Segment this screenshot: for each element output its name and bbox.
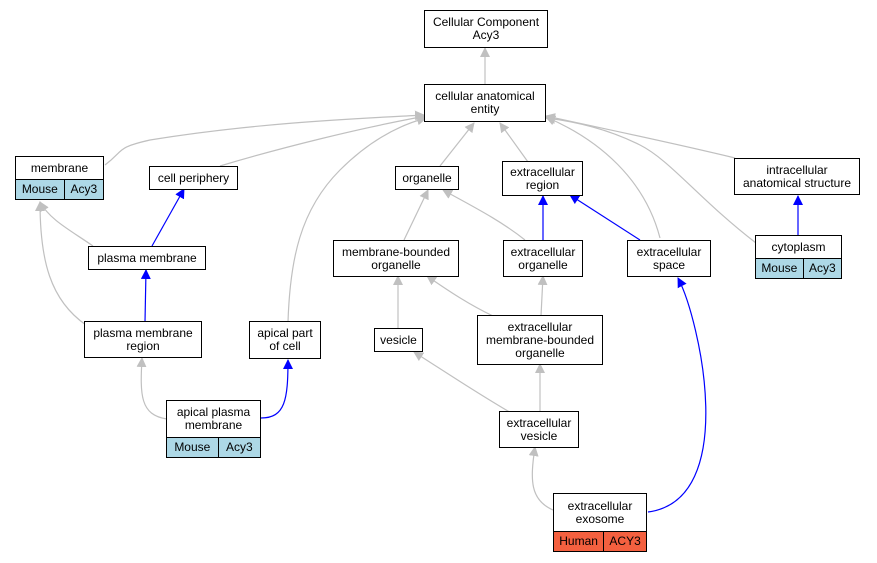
node-label: organelle <box>402 170 452 185</box>
species-tag[interactable]: Human <box>553 531 605 552</box>
node-membrane[interactable]: membrane Mouse Acy3 <box>15 156 104 200</box>
node-label: cellular anatomical entity <box>435 89 535 116</box>
edge-extmbo-mbo <box>426 275 494 317</box>
node-label: Cellular Component Acy3 <box>432 15 540 42</box>
annotation-tags: Mouse Acy3 <box>755 258 842 279</box>
node-vesicle[interactable]: vesicle <box>374 328 423 352</box>
node-label: plasma membrane region <box>93 325 193 353</box>
node-label: apical part of cell <box>257 326 313 353</box>
node-label: extracellular membrane-bounded organelle <box>485 319 595 360</box>
species-tag[interactable]: Mouse <box>166 437 219 458</box>
node-membrane-bounded-organelle[interactable]: membrane-bounded organelle <box>333 240 459 277</box>
edge-extregion-cae <box>499 122 529 163</box>
node-extracellular-region[interactable]: extracellular region <box>502 161 583 196</box>
gene-tag[interactable]: Acy3 <box>218 437 261 458</box>
edge-extmbo-extorganelle <box>537 275 548 317</box>
edge-exosome-extvesicle <box>528 446 554 511</box>
node-label: membrane-bounded organelle <box>341 244 451 272</box>
edge-membrane-cae <box>104 110 425 166</box>
node-cellular-anatomical-entity[interactable]: cellular anatomical entity <box>424 84 546 122</box>
node-label: cell periphery <box>157 170 230 185</box>
gene-tag[interactable]: Acy3 <box>64 179 104 200</box>
node-extracellular-membrane-bounded-organelle[interactable]: extracellular membrane-bounded organelle <box>477 315 603 365</box>
edge-organelle-cae <box>439 122 475 167</box>
node-extracellular-exosome[interactable]: extracellular exosome Human ACY3 <box>553 493 648 552</box>
edge-apicalpart-cae <box>287 115 427 323</box>
species-tag[interactable]: Mouse <box>15 179 65 200</box>
edge-pmregion-pm <box>140 269 151 323</box>
gene-tag[interactable]: ACY3 <box>604 531 648 552</box>
node-label: extracellular vesicle <box>506 415 572 443</box>
edge-extspace-extregion <box>569 194 641 241</box>
node-cytoplasm[interactable]: cytoplasm Mouse Acy3 <box>755 235 842 279</box>
edge-apicalpm-apicalpart <box>260 359 293 419</box>
node-label: extracellular exosome <box>567 498 633 526</box>
node-label: intracellular anatomical structure <box>742 162 852 190</box>
edge-extvesicle-vesicle <box>413 351 514 415</box>
node-label: cytoplasm <box>771 239 826 254</box>
edge-extorganelle-organelle <box>442 189 526 241</box>
edge-apicalpm-pmregion <box>136 357 168 420</box>
annotation-tags: Human ACY3 <box>553 531 648 552</box>
edge-pm-membrane <box>39 201 94 247</box>
annotation-tags: Mouse Acy3 <box>166 437 261 458</box>
node-organelle[interactable]: organelle <box>395 166 459 190</box>
node-label: extracellular organelle <box>510 244 576 272</box>
node-cell-periphery[interactable]: cell periphery <box>149 166 238 190</box>
node-label: extracellular space <box>636 244 702 272</box>
edge-cellperiphery-cae <box>219 112 427 167</box>
node-label: vesicle <box>380 332 417 347</box>
edge-pm-cellperiphery <box>151 188 185 247</box>
edge-cytoplasm-cae <box>545 114 757 244</box>
species-tag[interactable]: Mouse <box>755 258 804 279</box>
gene-tag[interactable]: Acy3 <box>803 258 842 279</box>
edge-exosome-extspace <box>647 277 707 513</box>
node-extracellular-organelle[interactable]: extracellular organelle <box>503 240 583 277</box>
edge-mbo-organelle <box>403 189 429 241</box>
node-apical-part-of-cell[interactable]: apical part of cell <box>249 321 321 359</box>
node-extracellular-vesicle[interactable]: extracellular vesicle <box>499 411 579 448</box>
node-extracellular-space[interactable]: extracellular space <box>627 240 711 277</box>
node-label: membrane <box>30 160 89 175</box>
node-apical-plasma-membrane[interactable]: apical plasma membrane Mouse Acy3 <box>166 400 261 458</box>
annotation-tags: Mouse Acy3 <box>15 179 104 200</box>
node-cellular-component[interactable]: Cellular Component Acy3 <box>424 10 548 48</box>
node-intracellular-anatomical-structure[interactable]: intracellular anatomical structure <box>734 158 860 195</box>
node-label: apical plasma membrane <box>176 405 251 432</box>
edge-pmregion-membrane <box>35 201 87 326</box>
node-label: extracellular region <box>510 164 575 192</box>
node-plasma-membrane-region[interactable]: plasma membrane region <box>84 321 202 358</box>
edge-extspace-cae <box>545 115 661 239</box>
node-plasma-membrane[interactable]: plasma membrane <box>88 246 206 270</box>
node-label: plasma membrane <box>97 250 197 265</box>
